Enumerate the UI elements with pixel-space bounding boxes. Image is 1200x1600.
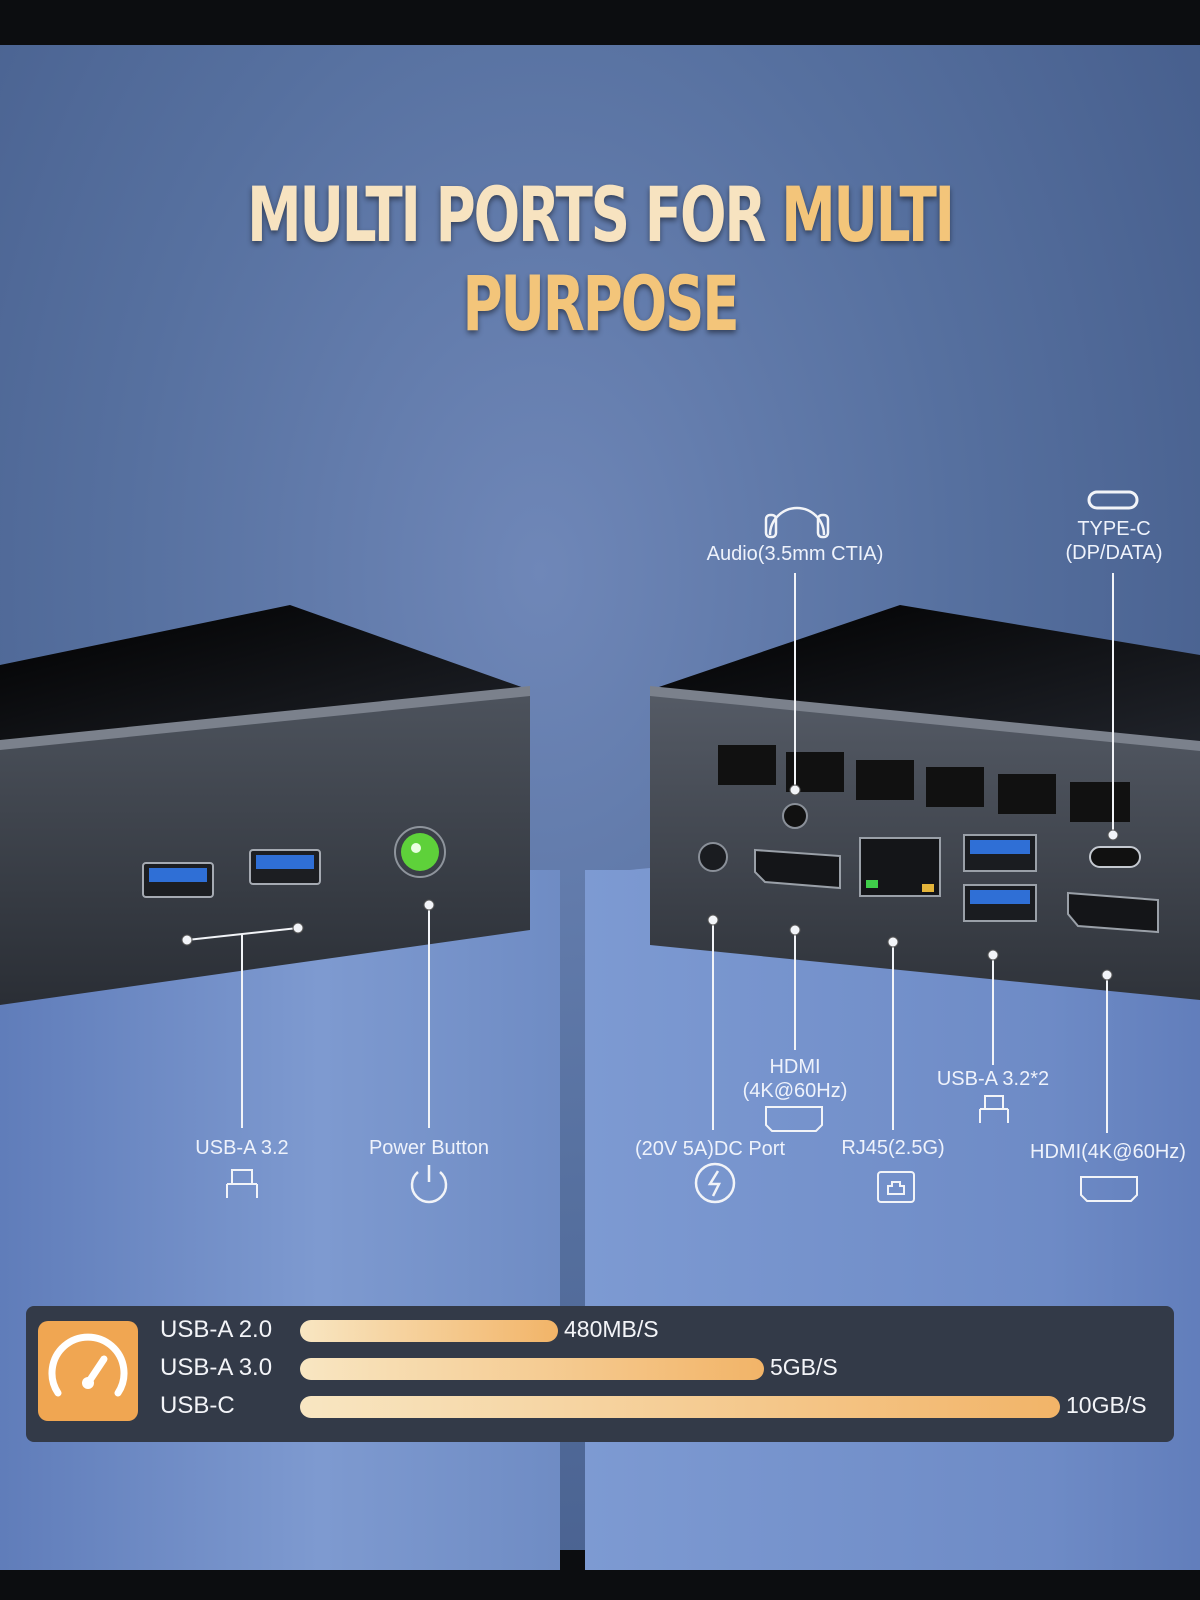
speed-row-name: USB-A 2.0: [160, 1316, 273, 1343]
page-title: MULTI PORTS FOR MULTI PURPOSE: [168, 170, 1032, 348]
label-power-button: Power Button: [368, 1137, 490, 1159]
label-type-c-line2: (DP/DATA): [1065, 542, 1163, 564]
callout-dots: [181, 784, 1119, 981]
dc-jack: [698, 842, 728, 872]
vent: [1070, 782, 1130, 822]
right-mini-pc: [650, 605, 1200, 1000]
lightning-icon: [694, 1162, 736, 1204]
hdmi-port-2: [1067, 891, 1159, 934]
speed-row-value: 480MB/S: [564, 1316, 659, 1342]
vent: [926, 767, 984, 807]
hdmi-icon: [765, 1106, 823, 1132]
label-dc-port: (20V 5A)DC Port: [634, 1138, 786, 1160]
speed-row: USB-C 10GB/S: [26, 1392, 1174, 1422]
callout-lines: [186, 573, 1114, 1133]
headphones-icon: [764, 506, 830, 539]
title-part1: MULTI PORTS FOR: [247, 170, 766, 259]
ethernet-icon: [877, 1171, 915, 1203]
label-hdmi-1: HDMI (4K@60Hz): [735, 1055, 855, 1103]
label-usb-a-right: USB-A 3.2*2: [936, 1068, 1050, 1090]
usb-icon-left: [226, 1169, 258, 1198]
usb-a-port-left-2: [249, 849, 321, 885]
speedometer-icon: [38, 1321, 138, 1421]
speed-row: USB-A 3.0 5GB/S: [26, 1354, 1174, 1384]
usb-icon-right: [979, 1095, 1009, 1123]
label-hdmi-1-line1: HDMI: [769, 1056, 821, 1078]
speed-bar: [300, 1320, 558, 1342]
left-mini-pc: [0, 605, 530, 1005]
speed-row-name: USB-C: [160, 1392, 235, 1419]
label-type-c: TYPE-C (DP/DATA): [1050, 517, 1178, 565]
vent: [998, 774, 1056, 814]
speed-row-value: 5GB/S: [770, 1354, 838, 1380]
label-hdmi-1-line2: (4K@60Hz): [742, 1080, 848, 1102]
speed-row: USB-A 2.0 480MB/S: [26, 1316, 1174, 1346]
label-hdmi-2: HDMI(4K@60Hz): [1030, 1141, 1186, 1163]
label-audio: Audio(3.5mm CTIA): [706, 543, 884, 565]
speed-row-name: USB-A 3.0: [160, 1354, 273, 1381]
speed-bar: [300, 1358, 764, 1380]
label-usb-a-left: USB-A 3.2: [195, 1137, 289, 1159]
hdmi-icon-2: [1080, 1176, 1138, 1202]
label-rj45: RJ45(2.5G): [841, 1137, 945, 1159]
power-icon: [410, 1165, 448, 1204]
audio-jack: [782, 803, 808, 829]
title-part2: MULTI PURPOSE: [462, 170, 955, 348]
usb-a-port-left-1: [142, 862, 214, 898]
vent: [856, 760, 914, 800]
speed-row-value: 10GB/S: [1066, 1392, 1147, 1418]
type-c-port: [1089, 846, 1141, 868]
speed-bar: [300, 1396, 1060, 1418]
hdmi-port-1: [754, 848, 841, 890]
speed-legend: USB-A 2.0 480MB/S USB-A 3.0 5GB/S USB-C …: [26, 1306, 1174, 1442]
label-type-c-line1: TYPE-C: [1077, 518, 1151, 540]
type-c-icon: [1087, 490, 1139, 510]
vent: [718, 745, 776, 785]
